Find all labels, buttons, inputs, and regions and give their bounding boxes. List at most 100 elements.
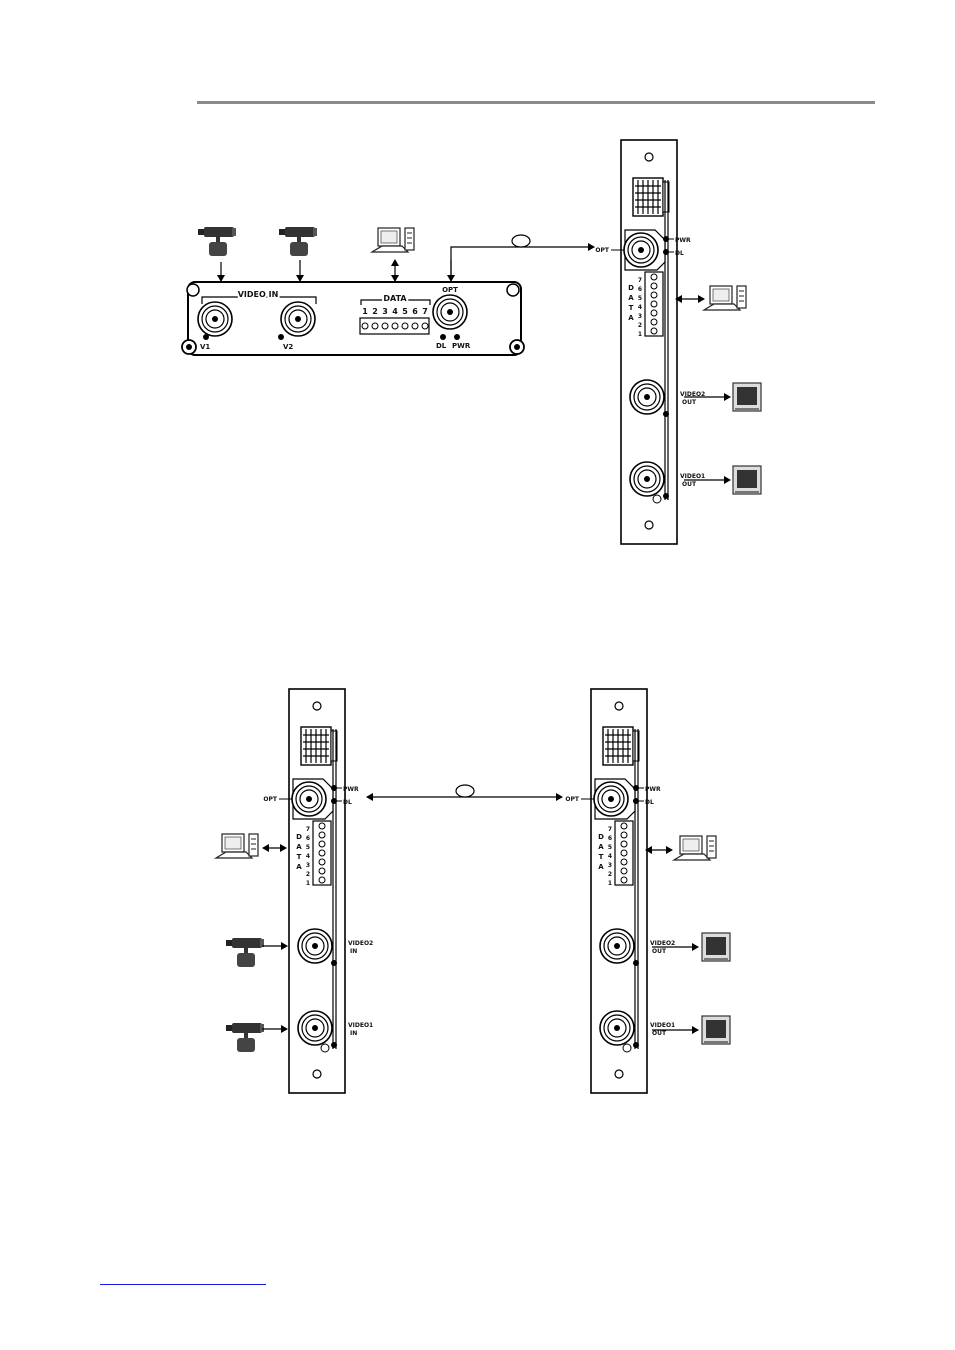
- camera-icon: [226, 938, 264, 967]
- optical-port: [291, 781, 327, 817]
- data-terminal-block: [312, 820, 332, 886]
- data-pin-number: 7: [638, 277, 642, 284]
- pwr-led: [663, 236, 669, 242]
- data-pin-number: 3: [306, 862, 310, 869]
- data-pin-number: 4: [608, 853, 612, 860]
- data-vertical-letter: A: [296, 843, 302, 851]
- pwr-led: [331, 785, 337, 791]
- data-pin-number: 6: [306, 835, 310, 842]
- optical-port: [432, 294, 468, 330]
- data-pin-number: 5: [608, 844, 612, 851]
- data-pin-number: 7: [608, 826, 612, 833]
- pwr-led: [633, 785, 639, 791]
- dl-label: DL: [675, 250, 684, 257]
- video2-in-connector: [280, 301, 316, 337]
- monitor-icon: [701, 932, 731, 962]
- dl-label: DL: [343, 799, 352, 806]
- opt-label: OPT: [565, 796, 579, 803]
- data-pin-number: 6: [608, 835, 612, 842]
- data-pin-number: 2: [638, 322, 642, 329]
- data-pin-number: 7: [306, 826, 310, 833]
- dl-led: [331, 798, 337, 804]
- data-pin-number: 2: [372, 307, 378, 316]
- data-vertical-letter: T: [297, 853, 302, 861]
- camera-icon: [226, 1023, 264, 1052]
- pwr-label: PWR: [645, 786, 661, 793]
- heat-sink: [602, 726, 640, 766]
- data-label: DATA: [383, 294, 407, 303]
- fiber-cable: [450, 243, 595, 281]
- data-vertical-letter: T: [629, 304, 634, 312]
- data-pin-number: 5: [402, 307, 408, 316]
- camera-icon: [279, 227, 317, 256]
- data-pin-number: 6: [638, 286, 642, 293]
- data-vertical-letter: A: [598, 843, 604, 851]
- data-vertical-letter: A: [296, 863, 302, 871]
- header-rule: [197, 101, 875, 104]
- data-pin-number: 2: [306, 871, 310, 878]
- data-vertical-letter: D: [628, 284, 634, 292]
- video2-connector: [599, 928, 635, 964]
- video-in-label: VIDEO IN: [238, 290, 279, 299]
- transmitter-box: [181, 281, 525, 356]
- v2-label: V2: [283, 343, 293, 351]
- opt-label: OPT: [263, 796, 277, 803]
- mount-hole: [614, 1069, 624, 1079]
- data-terminal-block: [614, 820, 634, 886]
- video2-connector: [297, 928, 333, 964]
- pwr-label: PWR: [675, 237, 691, 244]
- video2-sublabel: IN: [350, 948, 357, 955]
- data-vertical-letter: T: [599, 853, 604, 861]
- pwr-label: PWR: [343, 786, 359, 793]
- data-vertical-letter: D: [598, 833, 604, 841]
- mount-hole: [312, 1069, 322, 1079]
- dl-label: DL: [645, 799, 654, 806]
- opt-label: OPT: [595, 247, 609, 254]
- computer-icon: [371, 227, 415, 253]
- dl-led: [663, 249, 669, 255]
- data-pin-number: 1: [608, 880, 612, 887]
- heat-sink: [632, 177, 670, 217]
- data-terminal-block: [644, 271, 664, 337]
- video2-label: VIDEO2: [348, 940, 373, 947]
- mount-hole: [644, 520, 654, 530]
- data-pin-number: 4: [306, 853, 310, 860]
- video2-label: VIDEO2: [650, 940, 675, 947]
- data-pin-number: 5: [306, 844, 310, 851]
- video1-label: VIDEO1: [650, 1022, 675, 1029]
- video1-connector: [599, 1010, 635, 1046]
- dl-led: [633, 798, 639, 804]
- monitor-icon: [732, 382, 762, 412]
- dl-label-top: DL: [436, 342, 447, 350]
- data-pin-number: 1: [306, 880, 310, 887]
- video1-connector: [297, 1010, 333, 1046]
- computer-icon: [673, 835, 717, 861]
- video1-sublabel: OUT: [652, 1030, 667, 1037]
- optical-port: [593, 781, 629, 817]
- heat-sink: [300, 726, 338, 766]
- video1-in-connector: [197, 301, 233, 337]
- data-pin-number: 6: [412, 307, 418, 316]
- optical-port: [623, 232, 659, 268]
- data-vertical-letter: A: [628, 294, 634, 302]
- data-pin-number: 3: [608, 862, 612, 869]
- footer-link[interactable]: [100, 1283, 266, 1285]
- video2-sublabel: OUT: [682, 399, 697, 406]
- data-pin-number: 5: [638, 295, 642, 302]
- data-pin-number: 4: [392, 307, 398, 316]
- v1-label: V1: [200, 343, 210, 351]
- data-pin-number: 2: [608, 871, 612, 878]
- data-vertical-letter: D: [296, 833, 302, 841]
- pwr-label-top: PWR: [452, 342, 471, 350]
- fiber-loop-icon: [455, 784, 475, 798]
- computer-icon: [215, 833, 259, 859]
- video-in-bracket: [201, 296, 317, 304]
- mount-hole: [312, 701, 322, 711]
- data-pin-number: 7: [422, 307, 428, 316]
- fiber-loop-icon: [511, 234, 531, 248]
